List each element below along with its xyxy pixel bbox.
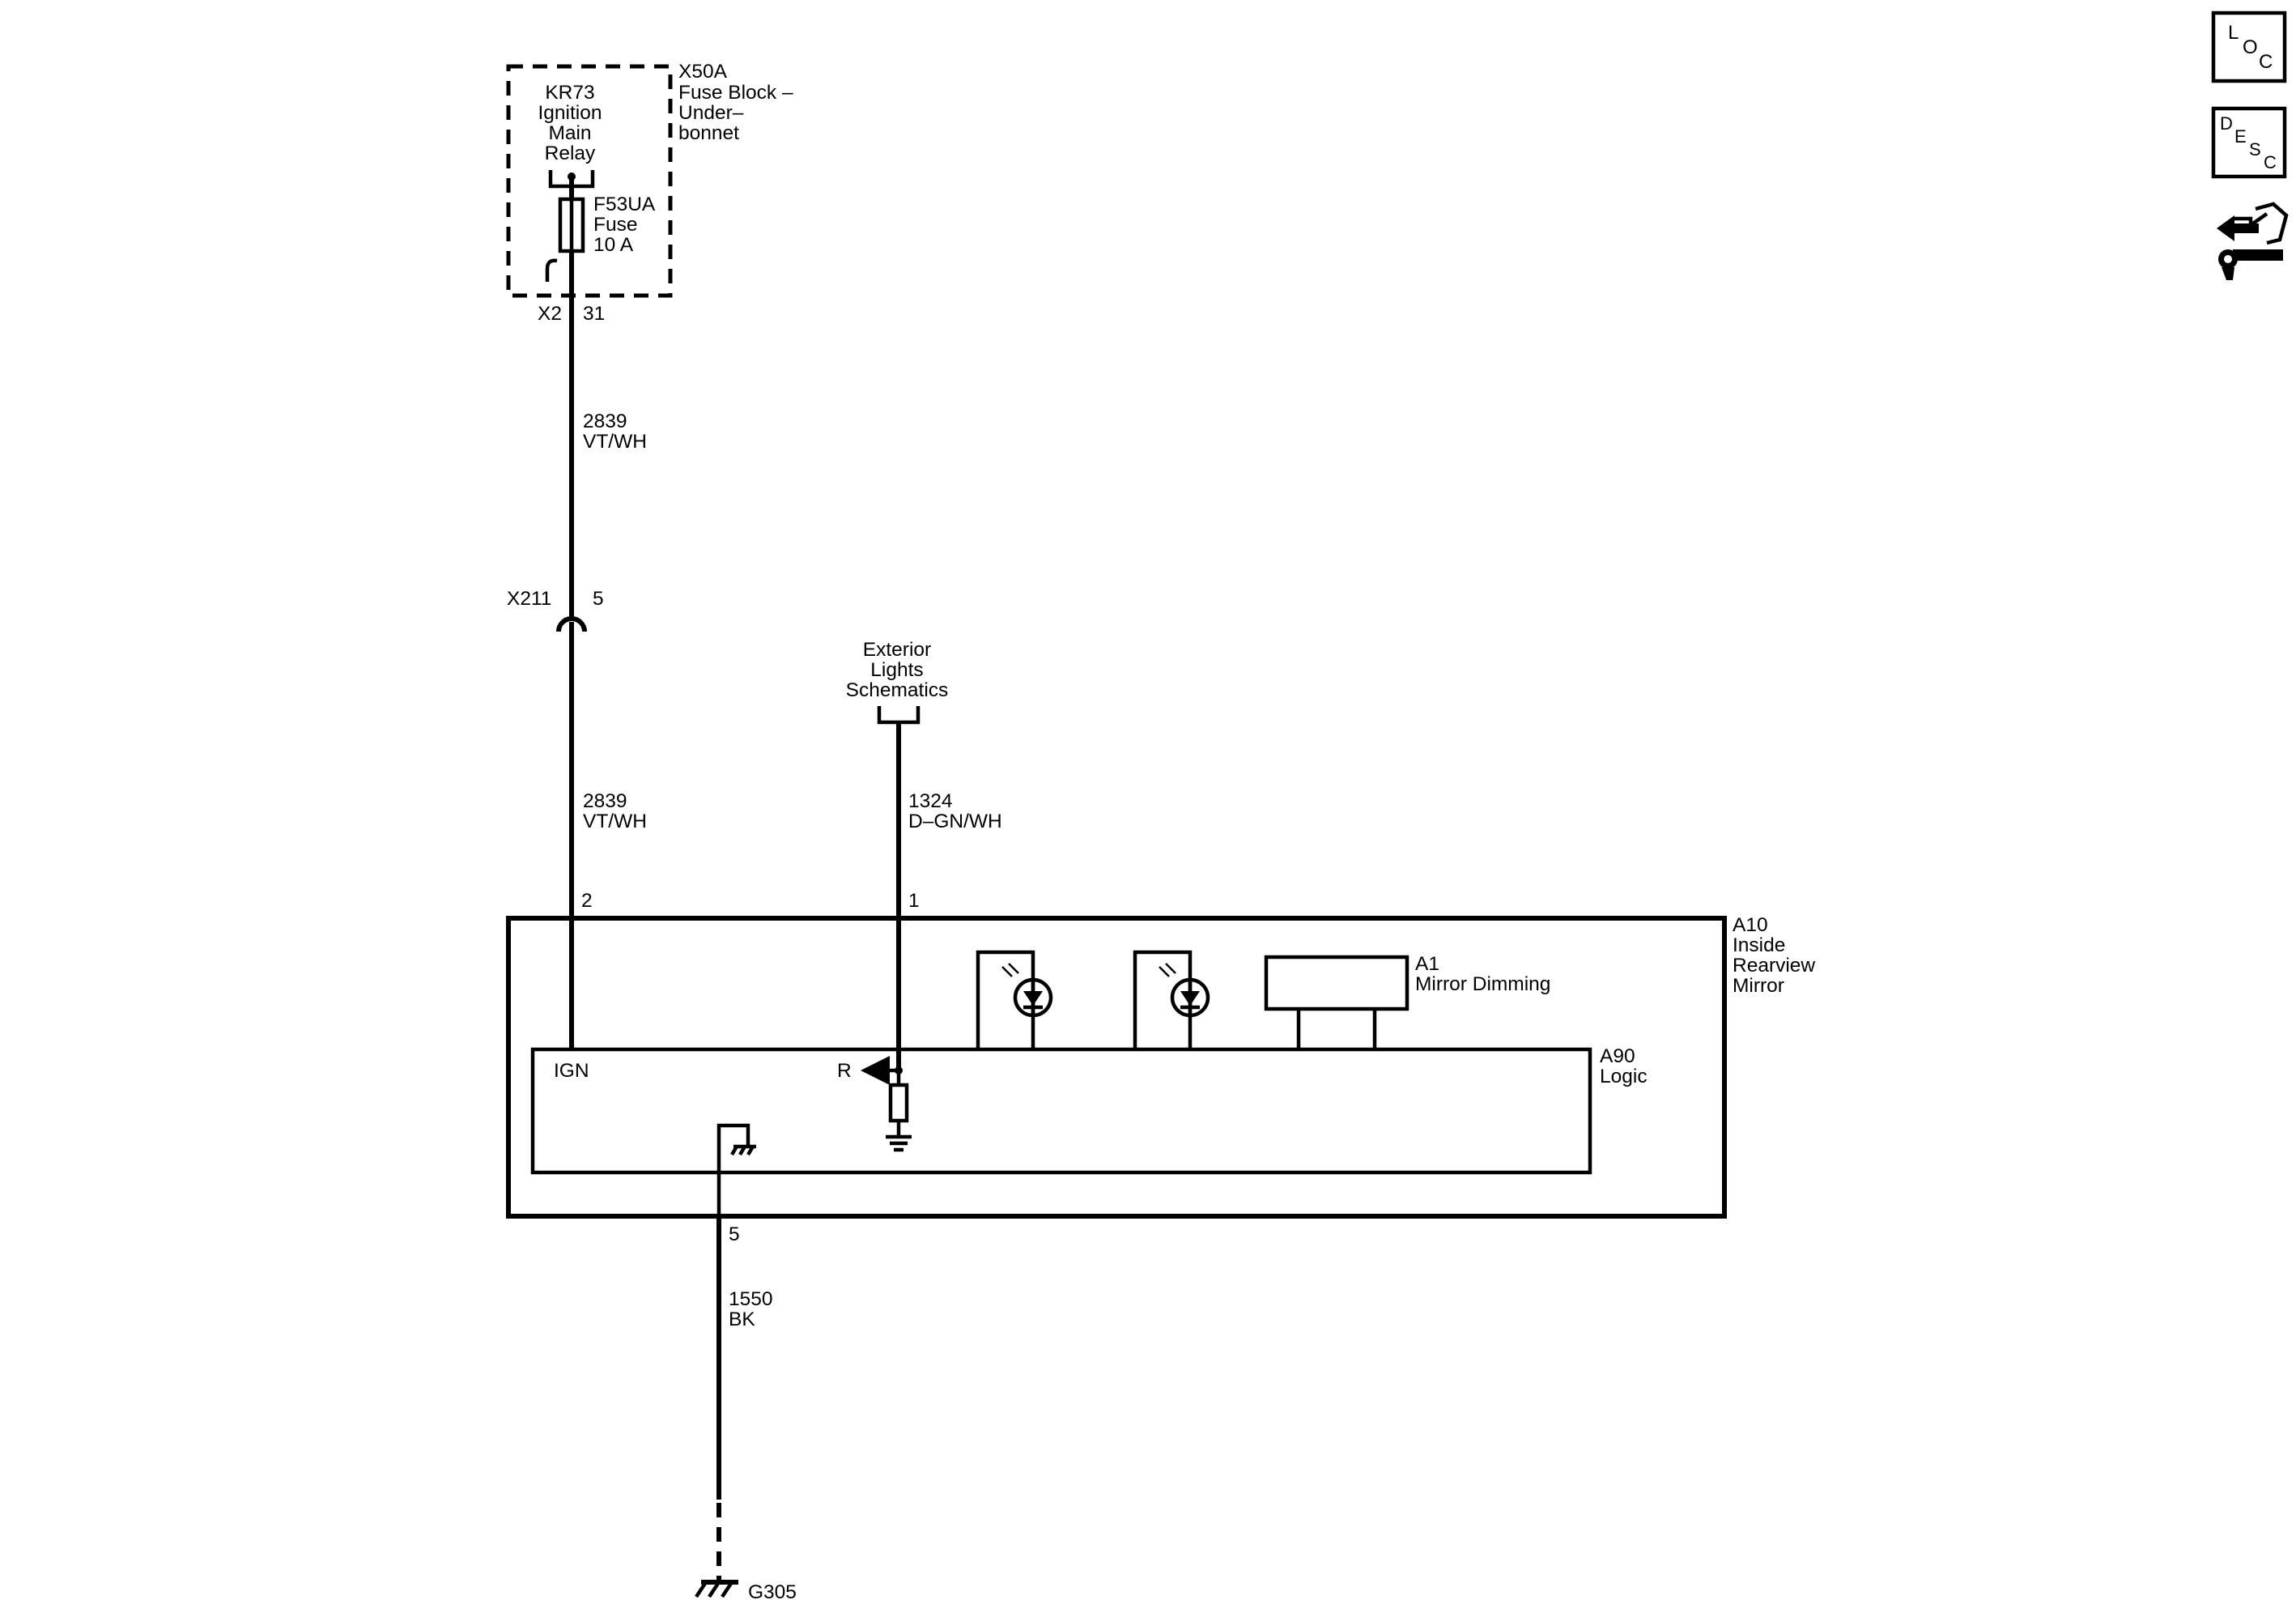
fuse-block-id: X50A — [678, 61, 728, 83]
relay-line-2: Main — [548, 122, 591, 144]
fuse-block-name-3: bonnet — [678, 122, 739, 144]
mirror-a10: A10 Inside Rearview Mirror — [506, 914, 1815, 1219]
mirror-line-3: Mirror — [1733, 975, 1784, 997]
fuse-f53ua: F53UA Fuse 10 A — [545, 177, 656, 282]
loc-letter-o: O — [2243, 36, 2258, 58]
logic-id: A90 — [1600, 1045, 1635, 1067]
mirror-dimming-a1: A1 Mirror Dimming — [1264, 953, 1550, 1049]
exterior-lights-reference[interactable]: Exterior Lights Schematics — [846, 639, 949, 725]
fuse-block-x50a: X50A Fuse Block – Under– bonnet — [506, 61, 793, 298]
ext-ref-line-2[interactable]: Lights — [870, 659, 923, 681]
fuse-connector-id: X2 — [538, 303, 562, 325]
pin-ign: 2 — [581, 890, 593, 912]
inline-connector-id: X211 — [507, 588, 551, 610]
desc-button[interactable]: D E S C — [2211, 106, 2287, 179]
logic-r-label: R — [837, 1060, 852, 1082]
wire-ground-color: BK — [729, 1308, 755, 1330]
wire-lower-color: VT/WH — [583, 811, 647, 832]
desc-letter-s: S — [2249, 139, 2261, 160]
desc-letter-d: D — [2220, 113, 2233, 134]
dimming-id: A1 — [1415, 953, 1439, 975]
fuse-rating: 10 A — [593, 234, 634, 256]
wire-lower-circuit: 2839 — [583, 790, 627, 812]
wire-lights-color: D–GN/WH — [908, 811, 1002, 832]
relay-line-3: Relay — [545, 143, 596, 164]
inline-connector-pin: 5 — [593, 588, 604, 610]
ground-id: G305 — [748, 1581, 797, 1603]
fuse-id: F53UA — [593, 194, 656, 215]
mirror-line-2: Rearview — [1733, 955, 1815, 977]
mirror-line-1: Inside — [1733, 934, 1785, 956]
fuse-connector-pin: 31 — [583, 303, 605, 325]
ext-ref-line-1[interactable]: Exterior — [863, 639, 931, 661]
logic-a90: A90 Logic IGN R — [530, 1045, 1648, 1175]
wire-upper-circuit: 2839 — [583, 411, 627, 432]
pin-ground: 5 — [729, 1223, 740, 1245]
relay-line-1: Ignition — [538, 102, 602, 124]
logic-name: Logic — [1600, 1066, 1648, 1087]
fuse-block-name-2: Under– — [678, 102, 744, 124]
logic-ground — [716, 1123, 756, 1239]
desc-letter-e: E — [2234, 126, 2247, 147]
loc-letter-l: L — [2228, 22, 2239, 44]
loc-button[interactable]: L O C — [2211, 11, 2287, 83]
mirror-id: A10 — [1733, 914, 1768, 936]
dimming-name: Mirror Dimming — [1415, 973, 1550, 995]
logic-ign-label: IGN — [554, 1060, 589, 1082]
light-sensor-2 — [1133, 950, 1210, 1049]
wire-ground-circuit: 1550 — [729, 1288, 773, 1310]
pin-lights: 1 — [908, 890, 920, 912]
loc-letter-c: C — [2259, 51, 2273, 73]
ext-ref-line-3[interactable]: Schematics — [846, 679, 949, 701]
desc-letter-c: C — [2264, 152, 2277, 172]
pulldown-resistor — [861, 1056, 912, 1152]
connector-tool-icon[interactable] — [2217, 202, 2289, 280]
relay-kr73: KR73 Ignition Main Relay — [538, 82, 602, 189]
wire-lights-circuit: 1324 — [908, 790, 953, 812]
light-sensor-1 — [976, 950, 1053, 1049]
fuse-block-name-1: Fuse Block – — [678, 82, 793, 104]
relay-id: KR73 — [545, 82, 594, 104]
wire-upper-color: VT/WH — [583, 431, 647, 453]
fuse-label: Fuse — [593, 214, 637, 236]
connector-x211: X211 5 — [507, 588, 604, 632]
ground-g305: G305 — [695, 1580, 797, 1603]
